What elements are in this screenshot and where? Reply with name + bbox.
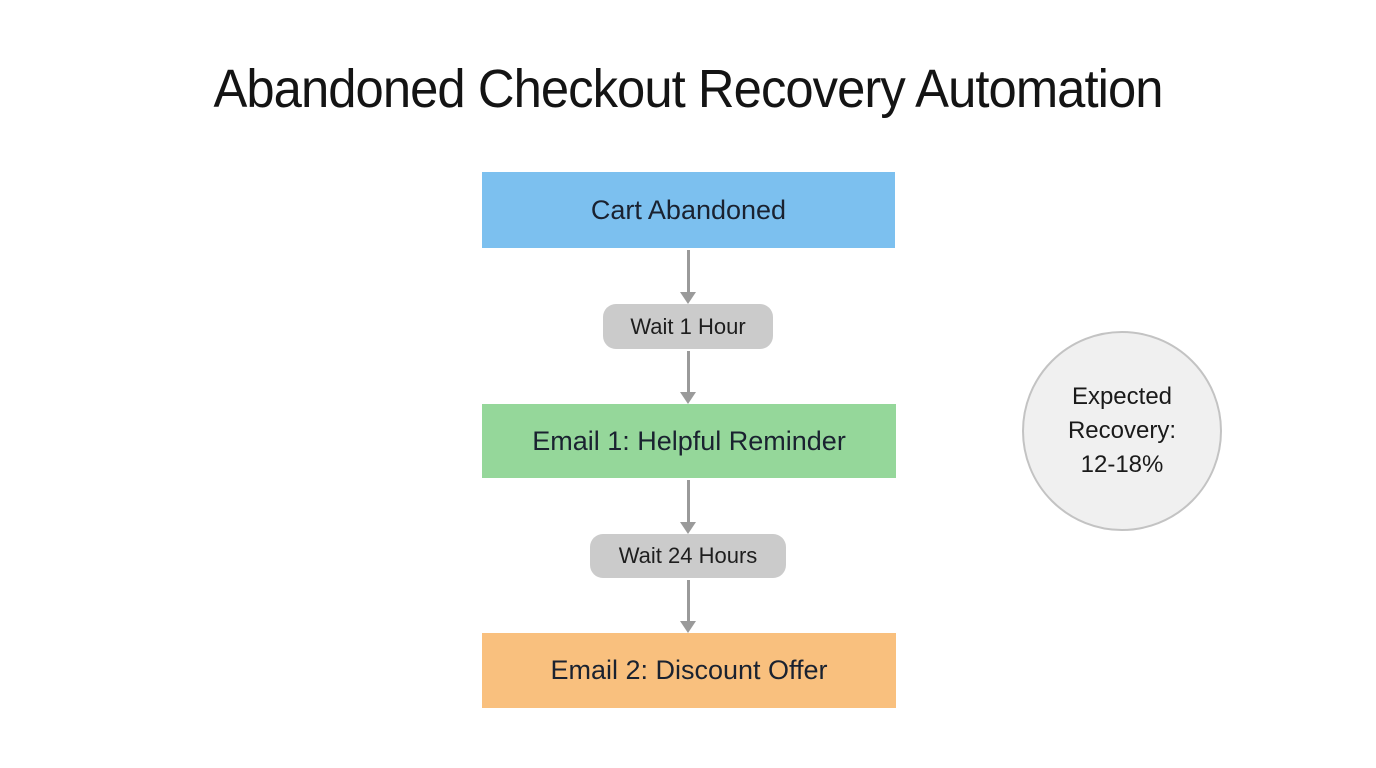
flow-node-label: Email 2: Discount Offer: [550, 655, 828, 685]
arrow-connector: [680, 480, 696, 534]
diagram-title: Abandoned Checkout Recovery Automation: [213, 59, 1163, 119]
flow-node-label: Email 1: Helpful Reminder: [532, 425, 846, 456]
flow-node-wait-24-hours: Wait 24 Hours: [590, 534, 786, 578]
flow-node-label: Wait 24 Hours: [618, 543, 758, 568]
flow-node-label: Wait 1 Hour: [630, 313, 746, 339]
arrow-connector: [680, 250, 696, 304]
arrow-connector: [680, 351, 696, 404]
flow-node-email-2-discount-offer: Email 2: Discount Offer: [482, 633, 896, 708]
flow-node-cart-abandoned: Cart Abandoned: [482, 172, 895, 248]
flow-node-email-1-helpful-reminder: Email 1: Helpful Reminder: [482, 404, 896, 478]
expected-recovery-annotation: Expected Recovery: 12-18%: [1022, 331, 1222, 531]
flow-node-label: Cart Abandoned: [590, 194, 787, 225]
flow-node-wait-1-hour: Wait 1 Hour: [603, 304, 773, 349]
expected-recovery-label: Expected Recovery: 12-18%: [1067, 382, 1177, 479]
arrow-connector: [680, 580, 696, 633]
